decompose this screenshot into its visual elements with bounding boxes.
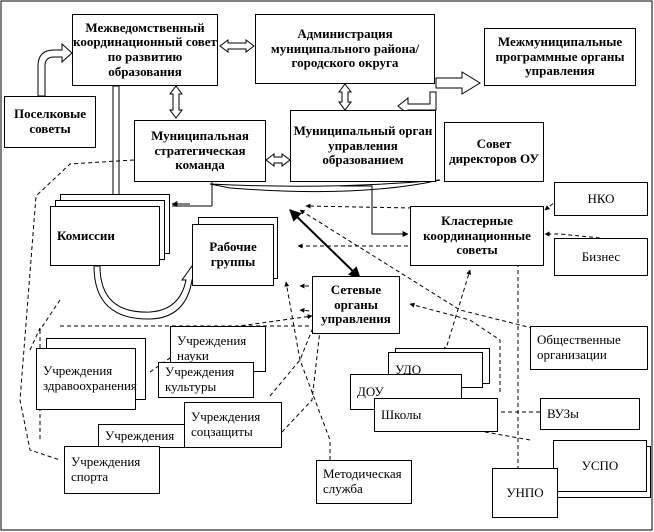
method-service-box: Методическая служба [316,460,412,504]
network-bodies-label: Сетевые органы управления [321,282,391,327]
settlement-councils-box: Поселковые советы [4,96,96,148]
schools-label: Школы [381,406,422,422]
business-box: Бизнес [554,238,648,276]
method-service-label: Методическая служба [323,466,402,496]
culture-box: Учреждения культуры [158,362,254,398]
schools-box: Школы [374,398,498,432]
public-orgs-box: Общественные организации [530,326,648,370]
working-groups-box: Рабочие группы [192,224,274,286]
udo-label: УДО [395,361,422,377]
coord-council-label: Межведомственный координационный совет п… [73,19,217,79]
unpo-label: УНПО [506,484,544,500]
double-arrow-council-team [169,85,183,119]
arrow-admin-intermunicipal [435,71,481,95]
network-bodies-box: Сетевые органы управления [312,276,400,334]
health-box: Учреждения здравоохранения [36,348,137,410]
double-arrow-council-admin [219,39,255,53]
science-label: Учреждения науки [177,333,247,363]
uspo-label: УСПО [581,457,619,473]
social-box: Учреждения соцзащиты [184,402,282,448]
working-groups-label: Рабочие группы [209,239,257,269]
public-orgs-label: Общественные организации [537,332,621,362]
culture-label: Учреждения культуры [165,364,235,394]
arrow-commissions-working [93,264,197,320]
universities-box: ВУЗы [540,398,640,430]
health-label: Учреждения здравоохранения [43,363,137,393]
double-arrow-admin-authority [338,83,352,111]
dou-label: ДОУ [357,383,384,399]
intermunicipal-box: Межмуниципальные программные органы упра… [484,28,636,86]
sport-box: Учреждения спорта [64,446,160,494]
commissions-box: Комиссии [50,206,160,266]
edu-authority-label: Муниципальный орган управления образован… [293,123,433,168]
unpo-box: УНПО [492,468,558,518]
commissions-label: Комиссии [57,227,115,243]
admin-box: Администрация муниципального района/горо… [255,14,435,84]
nko-box: НКО [554,182,648,216]
social-label: Учреждения соцзащиты [191,409,261,439]
universities-label: ВУЗы [547,405,579,421]
cluster-councils-label: Кластерные координационные советы [423,213,531,258]
intermunicipal-label: Межмуниципальные программные органы упра… [495,34,625,79]
strategic-team-box: Муниципальная стратегическая команда [134,120,266,182]
business-label: Бизнес [581,248,621,264]
directors-council-label: Совет директоров ОУ [449,136,539,166]
inst-generic-box: Учреждения [98,424,188,448]
directors-council-box: Совет директоров ОУ [444,122,544,182]
arrow-settlements-council [37,42,73,97]
sport-label: Учреждения спорта [71,454,141,484]
cluster-councils-box: Кластерные координационные советы [410,206,544,266]
double-arrow-team-authority [265,153,291,167]
strategic-team-label: Муниципальная стратегическая команда [151,128,249,173]
uspo-box: УСПО [553,440,647,492]
admin-label: Администрация муниципального района/горо… [270,26,420,71]
inst-generic-label: Учреждения [105,427,175,443]
nko-label: НКО [587,190,615,206]
settlement-councils-label: Поселковые советы [13,106,87,136]
edu-authority-box: Муниципальный орган управления образован… [290,110,436,182]
swoosh-line [209,179,441,193]
coord-council-box: Межведомственный координационный совет п… [72,14,218,86]
